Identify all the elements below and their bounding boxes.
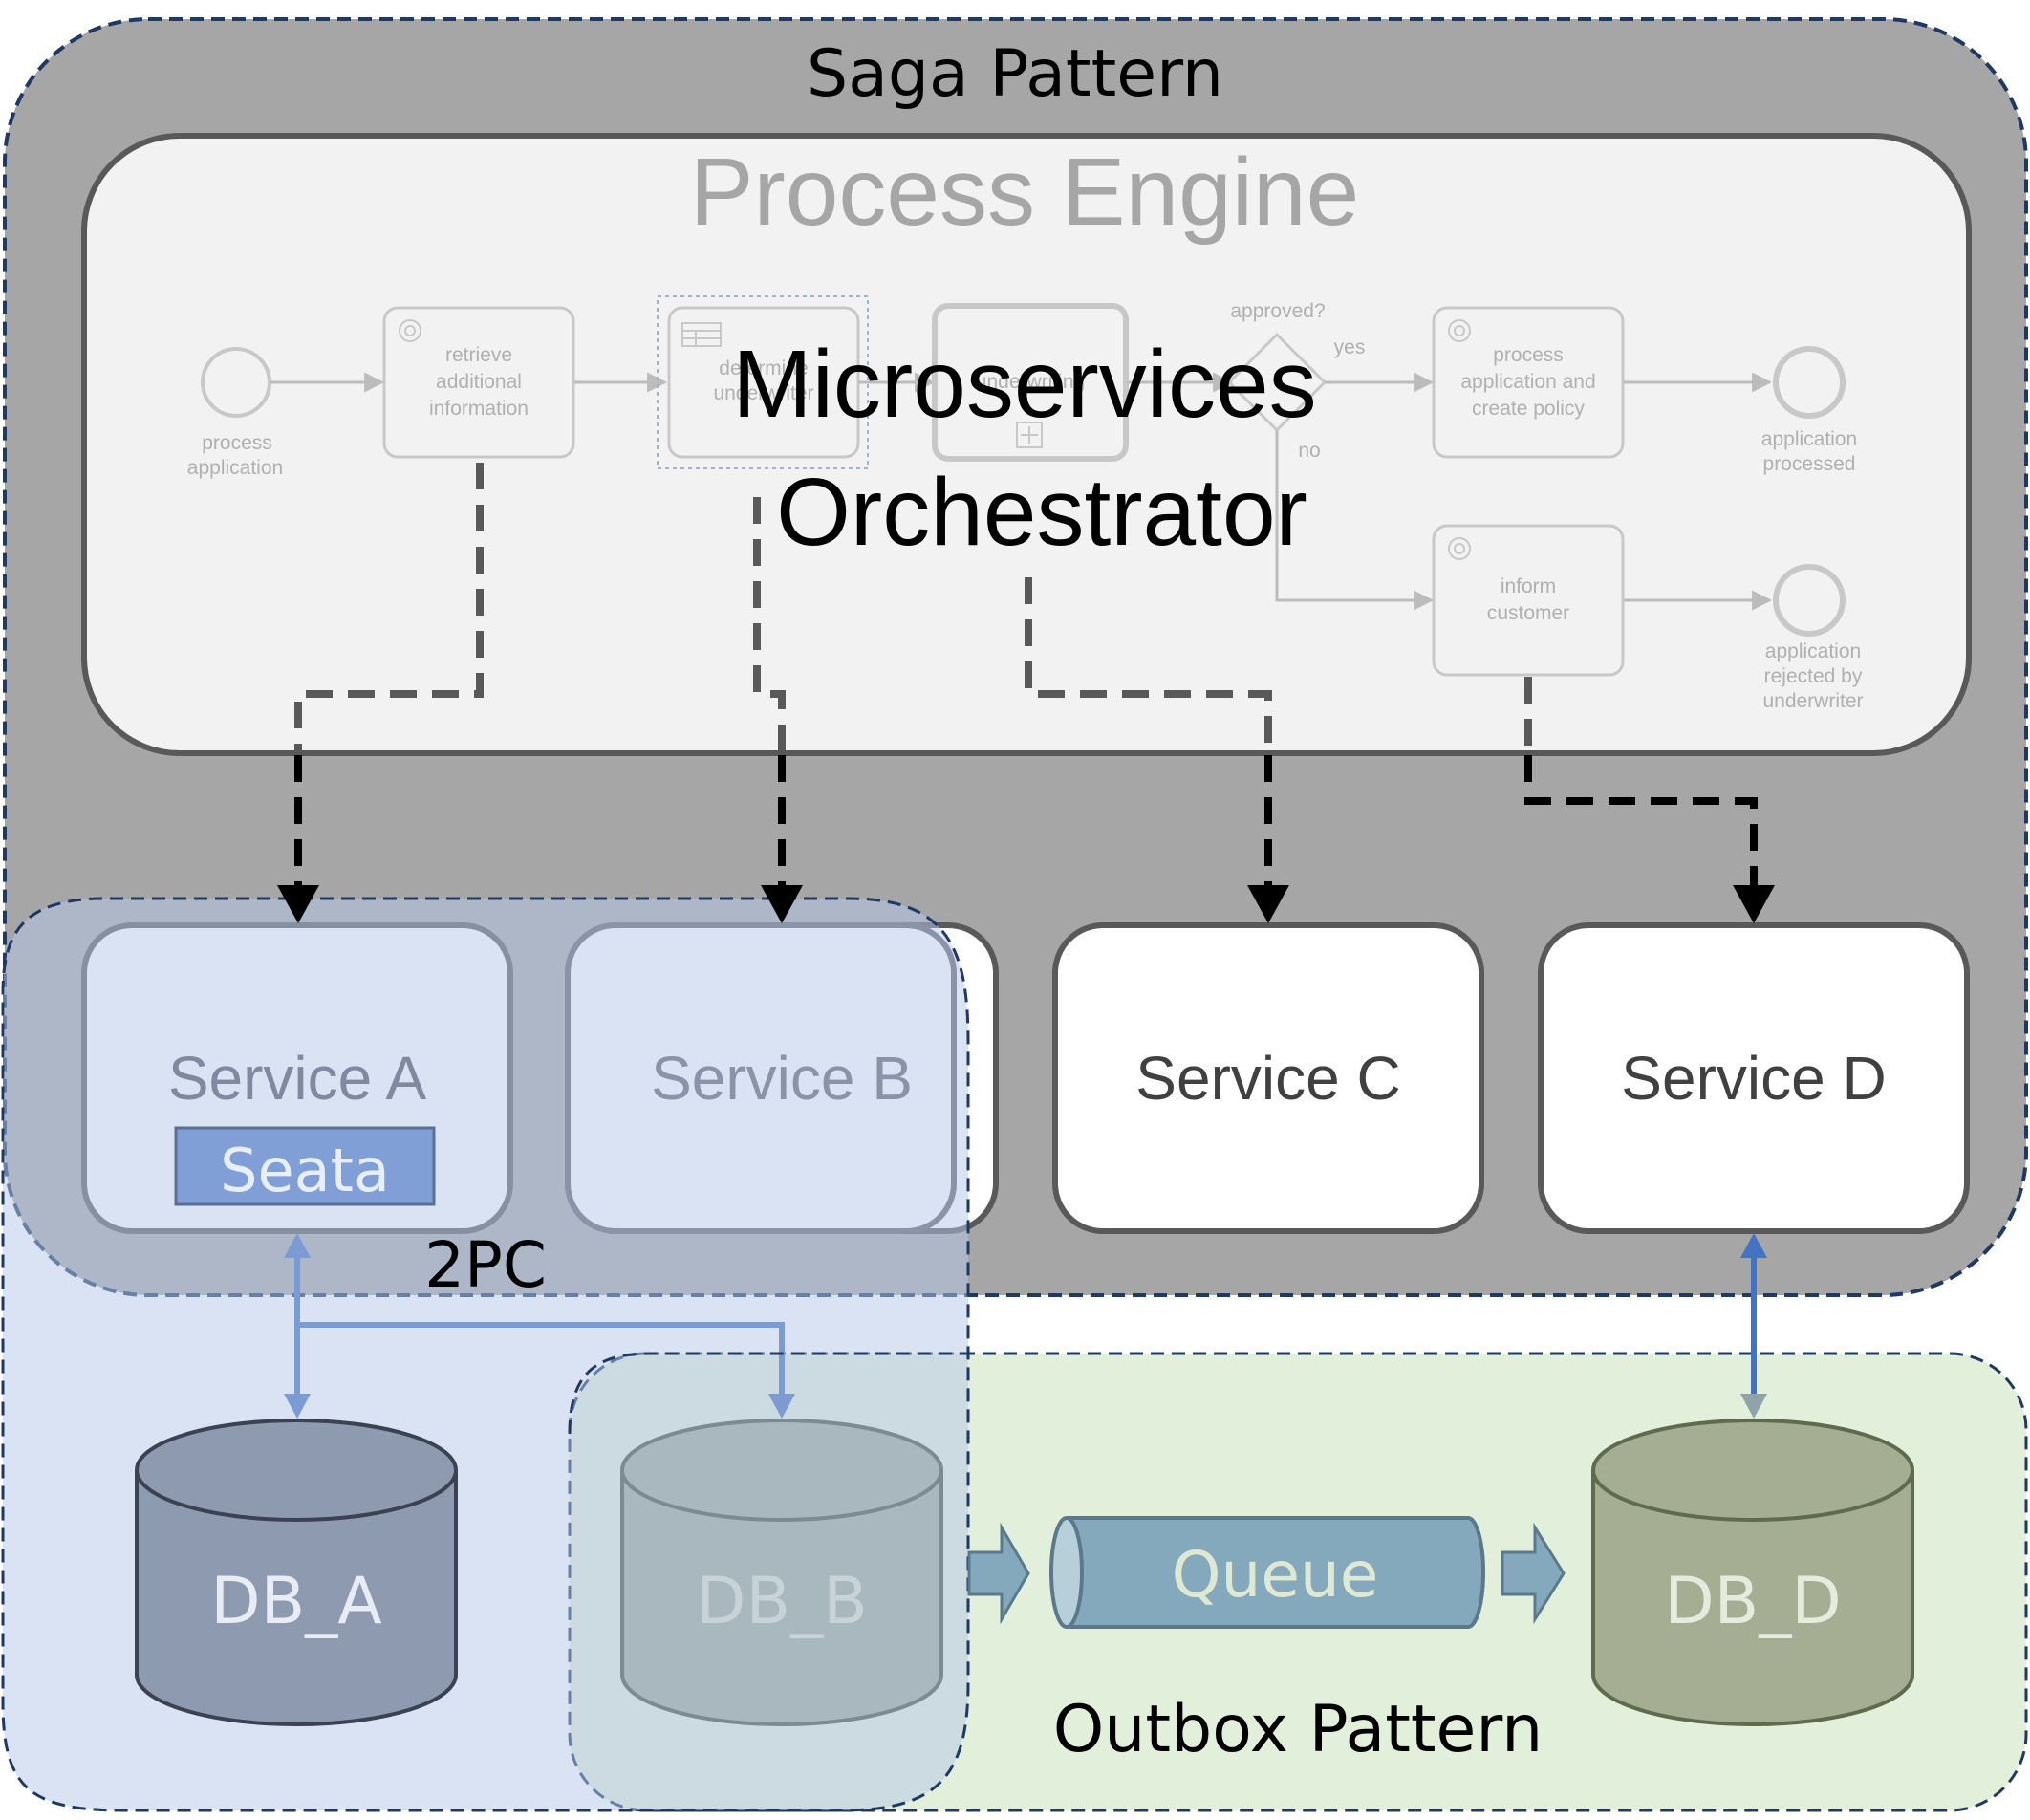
start-label: application [187, 457, 283, 479]
seata-box [174, 1126, 436, 1206]
gateway-no-label: no [1298, 440, 1320, 462]
task-determine-label: determine [719, 358, 808, 379]
task-process-app-label: application and [1460, 371, 1595, 393]
task-retrieve-label: additional [436, 371, 522, 393]
end-event-rejected [1773, 564, 1846, 637]
process-engine-title: Process Engine [690, 139, 1359, 246]
seata-label: Seata [220, 1136, 390, 1205]
task-process-app-label: create policy [1472, 398, 1585, 420]
service-a-label: Service A [168, 1044, 427, 1113]
service-d-box [1538, 922, 1970, 1234]
end-event-processed [1773, 346, 1846, 419]
outbox-pattern-title: Outbox Pattern [1053, 1692, 1543, 1767]
orchestrator-title-line2: Orchestrator [776, 459, 1307, 566]
bpmn-process-diagram [201, 295, 1846, 677]
task-inform-customer [1432, 524, 1625, 677]
twopc-arrow-db-a [284, 1394, 311, 1419]
db-a-cylinder [135, 1419, 458, 1726]
db-b-cylinder [620, 1419, 943, 1726]
twopc-arrow-db-b [768, 1394, 795, 1419]
twopc-connectors [294, 1252, 785, 1398]
start-event [201, 347, 271, 418]
db-d-arrow-down [1740, 1394, 1767, 1419]
orchestration-arrows [294, 463, 1532, 755]
twopc-arrow-up [284, 1233, 311, 1258]
block-arrow-to-queue [967, 1522, 1030, 1625]
arrow-to-service-c [1247, 885, 1289, 923]
orchestrator-title-line1: Microservices [732, 331, 1316, 438]
saga-pattern-title: Saga Pattern [807, 36, 1223, 112]
subprocess-plus-icon [1016, 422, 1043, 448]
task-retrieve-label: information [429, 398, 529, 420]
queue-label: Queue [1172, 1538, 1379, 1612]
service-d-arrow-up [1740, 1233, 1767, 1258]
task-inform-label: customer [1487, 602, 1569, 624]
twopc-label: 2PC [424, 1228, 547, 1302]
db-d-label: DB_D [1664, 1564, 1841, 1639]
db-b-label: DB_B [696, 1564, 868, 1639]
task-process-application [1432, 306, 1625, 459]
db-a-label: DB_A [210, 1564, 382, 1639]
gear-icon [399, 319, 1471, 560]
arrow-to-service-a [277, 885, 319, 923]
end-rejected-label: underwriter [1762, 690, 1863, 712]
service-c-label: Service C [1135, 1044, 1400, 1113]
table-icon [681, 322, 722, 347]
orchestration-arrows-outside [294, 755, 1758, 887]
queue-cylinder [1049, 1516, 1485, 1629]
block-arrow-to-db-d [1501, 1522, 1566, 1625]
gateway-yes-label: yes [1334, 336, 1366, 358]
task-inform-label: inform [1501, 575, 1556, 597]
subprocess-label: underwriting [976, 371, 1085, 393]
service-b-label: Service B [651, 1044, 913, 1113]
task-retrieve-label: retrieve [445, 344, 512, 366]
end-rejected-label: application [1765, 640, 1861, 662]
arrow-heads [277, 885, 1775, 923]
service-c-box [1052, 922, 1484, 1234]
gateway-label: approved? [1230, 300, 1325, 322]
process-engine-box [81, 133, 1972, 756]
end-processed-label: processed [1763, 453, 1856, 475]
start-label: process [202, 432, 272, 454]
db-d-cylinder [1591, 1419, 1914, 1726]
subprocess-underwriting [932, 303, 1129, 462]
task-process-app-label: process [1493, 344, 1564, 366]
arrow-to-service-b [761, 885, 803, 923]
task-determine-underwriter [667, 306, 860, 459]
service-d-label: Service D [1621, 1044, 1886, 1113]
task-determine-label: underwriter [713, 382, 813, 404]
outbox-overlap-outline [568, 1352, 968, 1435]
bpmn-labels: process application retrieve additional … [187, 300, 1864, 712]
arrow-to-service-d [1733, 885, 1775, 923]
service-b-box [565, 922, 957, 1234]
end-processed-label: application [1761, 428, 1857, 450]
end-rejected-label: rejected by [1764, 665, 1863, 687]
task-retrieve-info [382, 306, 575, 459]
